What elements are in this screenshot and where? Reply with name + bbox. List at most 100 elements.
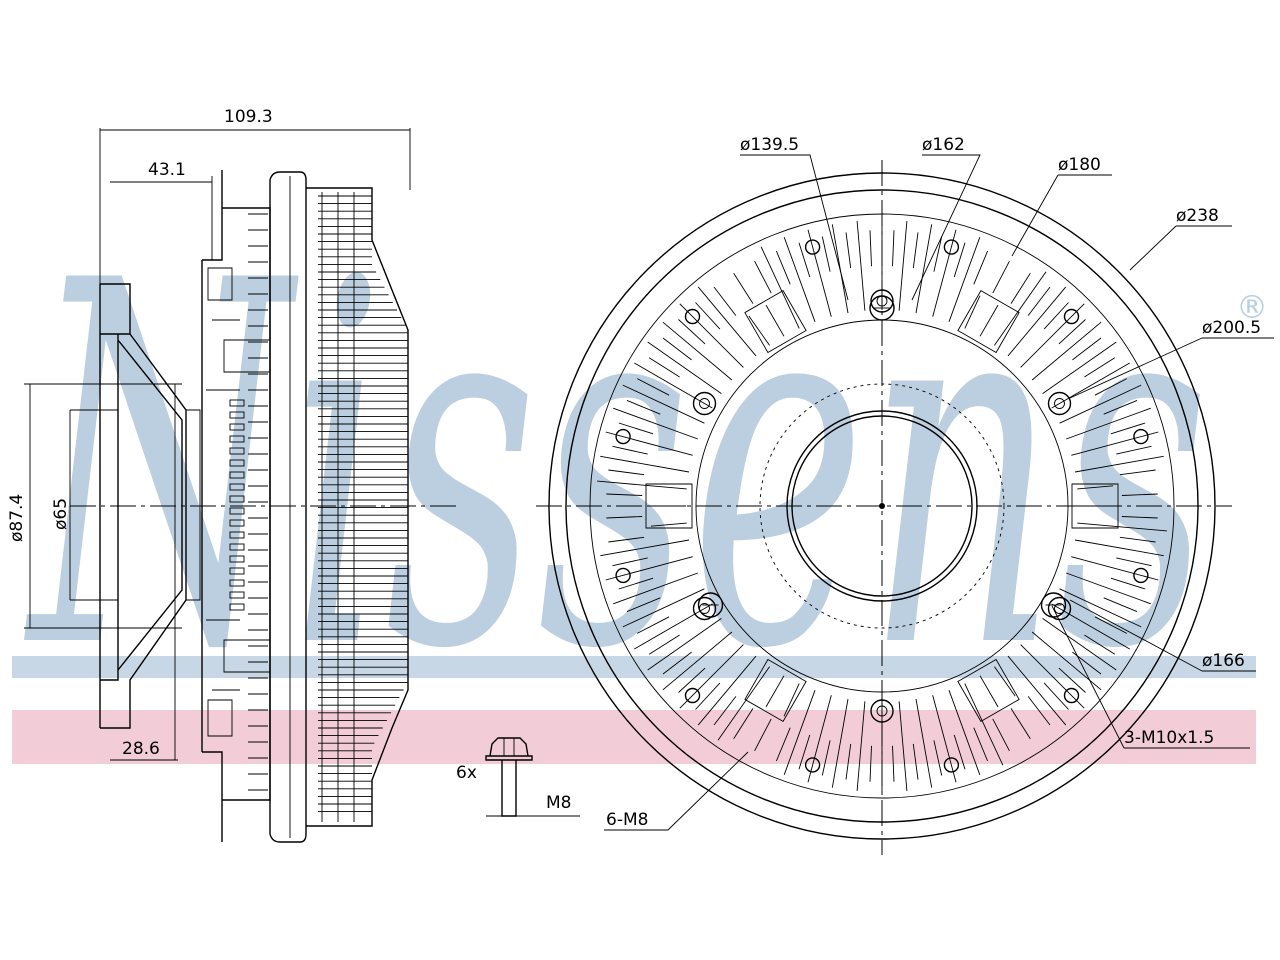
front-fin-rib bbox=[1027, 696, 1051, 726]
bolt-hole-inner bbox=[876, 705, 888, 717]
front-fin bbox=[1020, 644, 1085, 709]
fin-hole bbox=[943, 757, 960, 773]
fin-hole bbox=[684, 687, 701, 704]
front-fin-pattern bbox=[597, 220, 1167, 792]
body-tooth bbox=[229, 411, 245, 419]
cooling-fins bbox=[318, 192, 408, 822]
watermark-band-pink bbox=[12, 710, 1256, 764]
front-fin bbox=[783, 237, 816, 322]
bolt-hole bbox=[870, 699, 894, 723]
label-dia-162: ø162 bbox=[922, 135, 965, 155]
front-fin-rib bbox=[626, 597, 661, 613]
front-fin bbox=[634, 603, 713, 650]
body-tooth bbox=[229, 543, 245, 551]
front-fin-rib bbox=[973, 250, 989, 285]
body-tooth bbox=[229, 495, 245, 503]
bolt-thread: M8 bbox=[546, 793, 571, 813]
label-dia-200-5: ø200.5 bbox=[1202, 318, 1261, 338]
front-fin-rib bbox=[845, 232, 852, 269]
dim-front-length: 43.1 bbox=[148, 160, 186, 180]
front-fin-rib bbox=[1110, 577, 1146, 590]
front-fin-rib bbox=[612, 557, 648, 567]
front-fin-rib bbox=[992, 260, 1010, 294]
body-tooth bbox=[229, 507, 245, 515]
front-fin bbox=[760, 246, 800, 329]
front-fin bbox=[856, 221, 866, 311]
front-fin bbox=[1007, 655, 1067, 726]
front-fin bbox=[979, 304, 999, 337]
front-fin-rib bbox=[636, 378, 670, 396]
front-fin-rib bbox=[892, 230, 895, 267]
fin-hole bbox=[804, 757, 821, 773]
front-fin-rib bbox=[733, 708, 754, 740]
front-fin bbox=[932, 695, 957, 783]
fin-hole bbox=[1133, 428, 1149, 445]
front-fin bbox=[600, 539, 690, 557]
label-dia-180: ø180 bbox=[1058, 155, 1101, 175]
front-fin-rib bbox=[733, 272, 754, 304]
front-fin-rib bbox=[713, 286, 737, 316]
bolt-hole bbox=[870, 289, 894, 313]
front-fin-rib bbox=[1103, 399, 1138, 415]
front-fin-rib bbox=[662, 337, 692, 361]
body-tooth bbox=[229, 435, 245, 443]
front-fin-rib bbox=[678, 319, 706, 345]
front-fin-rib bbox=[608, 469, 645, 476]
front-fin bbox=[1071, 556, 1159, 581]
body-tooth bbox=[229, 603, 245, 611]
front-fin-rib bbox=[845, 743, 852, 780]
fin-hole bbox=[804, 239, 821, 255]
front-boss bbox=[744, 658, 807, 723]
fan-disc bbox=[269, 171, 307, 843]
front-fin-rib bbox=[1043, 682, 1069, 710]
fin-housing bbox=[306, 187, 409, 827]
bolt-hole-inner bbox=[699, 398, 710, 409]
fin-hole bbox=[615, 567, 631, 584]
front-boss bbox=[744, 289, 807, 354]
front-fin-rib bbox=[1094, 616, 1128, 634]
front-fin bbox=[679, 644, 744, 709]
bolt-quantity: 6x bbox=[456, 763, 477, 783]
body-tooth bbox=[229, 555, 245, 563]
side-view: 109.3 43.1 28.6 ø87.4 ø65 bbox=[7, 107, 460, 843]
front-fin bbox=[979, 675, 999, 708]
body-tooth bbox=[229, 447, 245, 455]
front-fin-rib bbox=[606, 493, 643, 496]
front-fin-rib bbox=[618, 577, 654, 590]
front-fin bbox=[948, 690, 981, 775]
front-fin bbox=[697, 286, 757, 357]
front-fin-rib bbox=[1094, 378, 1128, 396]
front-fin-rib bbox=[1116, 445, 1152, 455]
front-fin bbox=[1020, 303, 1085, 368]
front-fin-rib bbox=[606, 516, 643, 519]
front-boss bbox=[957, 658, 1020, 723]
front-fin-rib bbox=[1084, 357, 1116, 378]
front-fin-rib bbox=[798, 242, 811, 278]
rim-inner bbox=[565, 189, 1199, 823]
front-fin-rib bbox=[695, 682, 721, 710]
front-fin-rib bbox=[678, 667, 706, 693]
front-fin-rib bbox=[953, 242, 966, 278]
body-tooth bbox=[229, 579, 245, 587]
front-boss bbox=[1071, 483, 1119, 529]
front-fin-rib bbox=[775, 250, 791, 285]
front-fin bbox=[932, 229, 957, 317]
hub-center bbox=[879, 503, 885, 509]
label-bolt-holes: 6-M8 bbox=[606, 810, 648, 830]
pcd-circle bbox=[759, 383, 1005, 629]
front-fin-rib bbox=[775, 727, 791, 762]
label-dia-166: ø166 bbox=[1202, 651, 1245, 671]
front-leaders bbox=[604, 154, 1274, 831]
front-fin bbox=[964, 683, 1004, 766]
front-fin-rib bbox=[1010, 272, 1031, 304]
thread-hole bbox=[697, 592, 724, 618]
front-fin-rib bbox=[973, 727, 989, 762]
dim-overall-length: 109.3 bbox=[224, 107, 273, 127]
front-fin bbox=[647, 341, 722, 394]
fin-hole bbox=[1133, 567, 1149, 584]
watermark-registered-mark: ® bbox=[1236, 288, 1268, 326]
fin-hole bbox=[615, 428, 631, 445]
front-fin bbox=[613, 407, 698, 440]
front-fin bbox=[807, 229, 832, 317]
front-fin-rib bbox=[1116, 557, 1152, 567]
